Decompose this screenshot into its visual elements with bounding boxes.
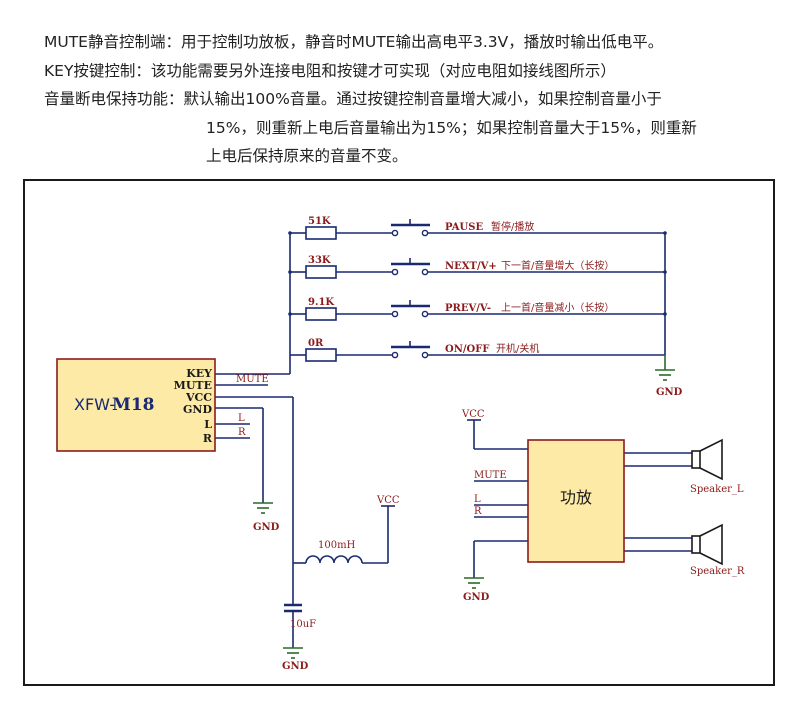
switch-contact (391, 310, 399, 318)
pin-mute-label: MUTE (174, 379, 212, 392)
description-line-5: 上电后保持原来的音量不变。 (206, 147, 408, 165)
key-function: 下一首/音量增大（长按） (501, 259, 614, 272)
key-name: ON/OFF (445, 344, 489, 355)
ground-symbol-amp (464, 577, 484, 589)
capacitor-label: 10uF (290, 619, 316, 630)
switch-contact (421, 351, 429, 359)
key-rows: 51K PAUSE 暂停/播放 33K NEXT/V+ 下一首/音量增大（长按） 9.1K P… (288, 216, 667, 362)
ground-symbol-module (253, 502, 273, 514)
ground-symbol-capacitor (283, 647, 303, 659)
switch-contact (391, 229, 399, 237)
description-line-4: 15%，则重新上电后音量输出为15%；如果控制音量大于15%，则重新 (206, 118, 697, 137)
switch-contact (391, 351, 399, 359)
pin-l-label: L (204, 418, 212, 431)
xfw-m18-module (56, 358, 216, 452)
capacitor (284, 603, 302, 613)
key-function: 暂停/播放 (491, 220, 534, 233)
switch-contact (421, 229, 429, 237)
gnd-label-capacitor: GND (282, 661, 309, 672)
description-text: MUTE静音控制端：用于控制功放板，静音时MUTE输出高电平3.3V，播放时输出… (44, 28, 784, 171)
resistor (305, 265, 337, 279)
speaker-l-label: Speaker_L (690, 484, 744, 495)
pin-gnd-label: GND (183, 403, 212, 416)
resistor (305, 348, 337, 362)
pin-r-label: R (203, 432, 213, 445)
key-row: 33K NEXT/V+ 下一首/音量增大（长按） (288, 255, 667, 279)
gnd-label-keys: GND (656, 387, 683, 398)
inductor-label: 100mH (318, 540, 356, 551)
switch-contact (421, 268, 429, 276)
vcc-label-supply: VCC (376, 495, 400, 506)
amplifier-title: 功放 (560, 488, 592, 507)
module-name-suffix: M18 (112, 395, 154, 415)
amp-mute-label: MUTE (474, 470, 507, 481)
resistor-value: 51K (308, 216, 331, 227)
junction-dot (288, 231, 292, 235)
ground-symbol-keys (655, 355, 675, 381)
amp-vcc-label: VCC (461, 409, 485, 420)
l-net-label: L (238, 413, 245, 424)
junction-dot (288, 270, 292, 274)
module-name-prefix: XFW- (74, 395, 115, 414)
amp-r-label: R (474, 506, 482, 517)
schematic-frame (23, 179, 775, 686)
amp-gnd-label: GND (463, 592, 490, 603)
junction-dot (663, 312, 667, 316)
key-row: 51K PAUSE 暂停/播放 (288, 216, 667, 240)
key-name: NEXT/V+ (445, 261, 497, 272)
description-line-3: 音量断电保持功能：默认输出100%音量。通过按键控制音量增大减小，如果控制音量小… (44, 90, 662, 108)
description-line-2: KEY按键控制：该功能需要另外连接电阻和按键才可实现（对应电阻如接线图所示） (44, 61, 616, 80)
r-net-label: R (238, 427, 246, 438)
resistor (305, 226, 337, 240)
description-line-1: MUTE静音控制端：用于控制功放板，静音时MUTE输出高电平3.3V，播放时输出… (44, 33, 664, 51)
mute-net-label: MUTE (236, 374, 269, 385)
key-function: 开机/关机 (496, 342, 539, 355)
junction-dot (663, 270, 667, 274)
pin-vcc-label: VCC (185, 391, 212, 404)
resistor-value: 33K (308, 255, 331, 266)
speaker-r-icon (691, 523, 723, 566)
junction-dot (288, 312, 292, 316)
speaker-r-label: Speaker_R (690, 566, 745, 577)
inductor-coil (305, 555, 363, 564)
key-row: 0R ON/OFF 开机/关机 (290, 338, 665, 362)
key-row: 9.1K PREV/V- 上一首/音量减小（长按） (288, 297, 667, 321)
junction-dot (663, 231, 667, 235)
key-function: 上一首/音量减小（长按） (501, 301, 614, 314)
key-name: PREV/V- (445, 303, 491, 314)
pin-key-label: KEY (186, 367, 212, 380)
resistor (305, 307, 337, 321)
resistor-value: 0R (308, 338, 324, 349)
resistor-value: 9.1K (308, 297, 334, 308)
gnd-label-module: GND (253, 522, 280, 533)
speaker-l-icon (691, 438, 723, 481)
switch-contact (421, 310, 429, 318)
amplifier-block (527, 439, 625, 563)
switch-contact (391, 268, 399, 276)
amp-l-label: L (474, 494, 481, 505)
key-name: PAUSE (445, 222, 483, 233)
